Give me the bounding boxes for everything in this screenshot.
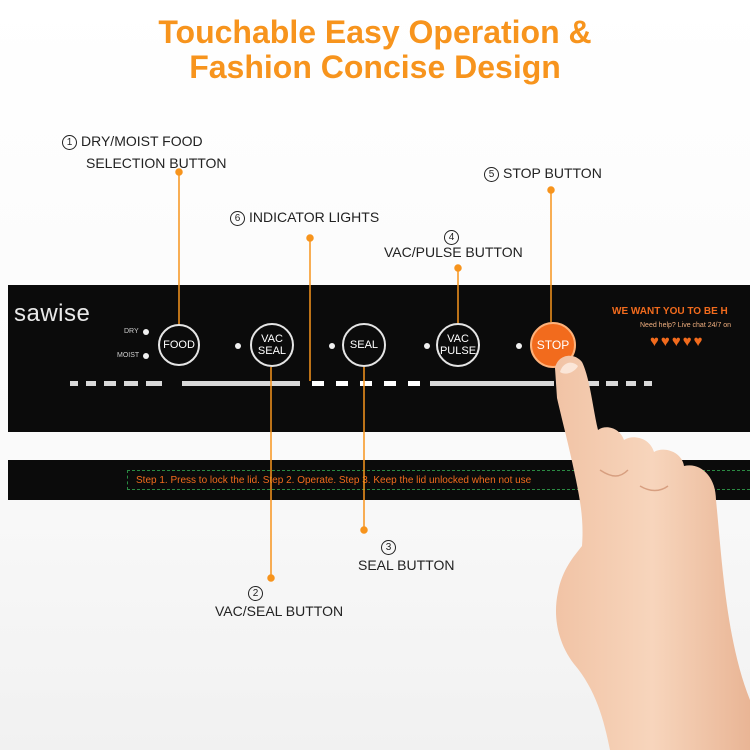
knuckle-crease	[599, 469, 629, 477]
headline-line-1: Touchable Easy Operation &	[158, 14, 592, 50]
annotation-food: 1 DRY/MOIST FOOD	[62, 133, 203, 150]
hand-shape	[555, 355, 750, 750]
promo-title: WE WANT YOU TO BE H	[612, 306, 728, 317]
food-button[interactable]: FOOD	[158, 324, 200, 366]
annotation-pulse-text: VAC/PULSE BUTTON	[384, 244, 523, 260]
headline-line-2: Fashion Concise Design	[189, 49, 561, 85]
annotation-indicator-lights: 6 INDICATOR LIGHTS	[230, 209, 379, 226]
vac-pulse-line-1: VAC	[447, 333, 469, 345]
annotation-food-line-2: SELECTION BUTTON	[86, 155, 227, 171]
annotation-stop-text: STOP BUTTON	[503, 165, 602, 181]
stop-indicator-light	[516, 343, 522, 349]
annotation-indicator-lights-text: INDICATOR LIGHTS	[249, 209, 380, 225]
promo-subtitle: Need help? Live chat 24/7 on	[640, 322, 732, 329]
vac-pulse-line-2: PULSE	[439, 345, 477, 357]
vac-seal-line-1: VAC	[261, 333, 283, 345]
annotation-vac-seal-number: 2	[248, 584, 267, 601]
annotation-seal-number: 3	[381, 538, 400, 555]
annotation-vac-seal-text: VAC/SEAL BUTTON	[215, 603, 344, 619]
annotation-stop: 5 STOP BUTTON	[484, 165, 602, 182]
moist-label: MOIST	[117, 352, 140, 359]
fingernail	[560, 362, 578, 374]
heart-icons: ♥♥♥♥♥	[650, 333, 705, 350]
annotation-number: 4	[444, 230, 459, 245]
vac-pulse-indicator-light	[424, 343, 430, 349]
annotation-number: 1	[62, 135, 77, 150]
annotation-food-line-1: DRY/MOIST FOOD	[81, 133, 203, 149]
dry-label: DRY	[124, 328, 139, 335]
vac-seal-line-2: SEAL	[257, 345, 287, 357]
annotation-number: 3	[381, 540, 396, 555]
instruction-steps-text: Step 1. Press to lock the lid. Step 2. O…	[127, 470, 750, 490]
brand-logo-text: sawise	[14, 300, 91, 327]
annotation-seal-text: SEAL BUTTON	[358, 557, 455, 573]
vac-seal-button[interactable]: VAC SEAL	[250, 323, 294, 367]
vac-seal-indicator-light	[235, 343, 241, 349]
annotation-number: 2	[248, 586, 263, 601]
annotation-number: 5	[484, 167, 499, 182]
knuckle-crease	[639, 485, 669, 492]
seal-button[interactable]: SEAL	[342, 323, 386, 367]
dry-indicator-light	[143, 329, 149, 335]
moist-indicator-light	[143, 353, 149, 359]
annotation-pulse-number: 4	[444, 228, 463, 245]
seal-indicator-light	[329, 343, 335, 349]
annotation-number: 6	[230, 211, 245, 226]
vac-pulse-button[interactable]: VAC PULSE	[436, 323, 480, 367]
